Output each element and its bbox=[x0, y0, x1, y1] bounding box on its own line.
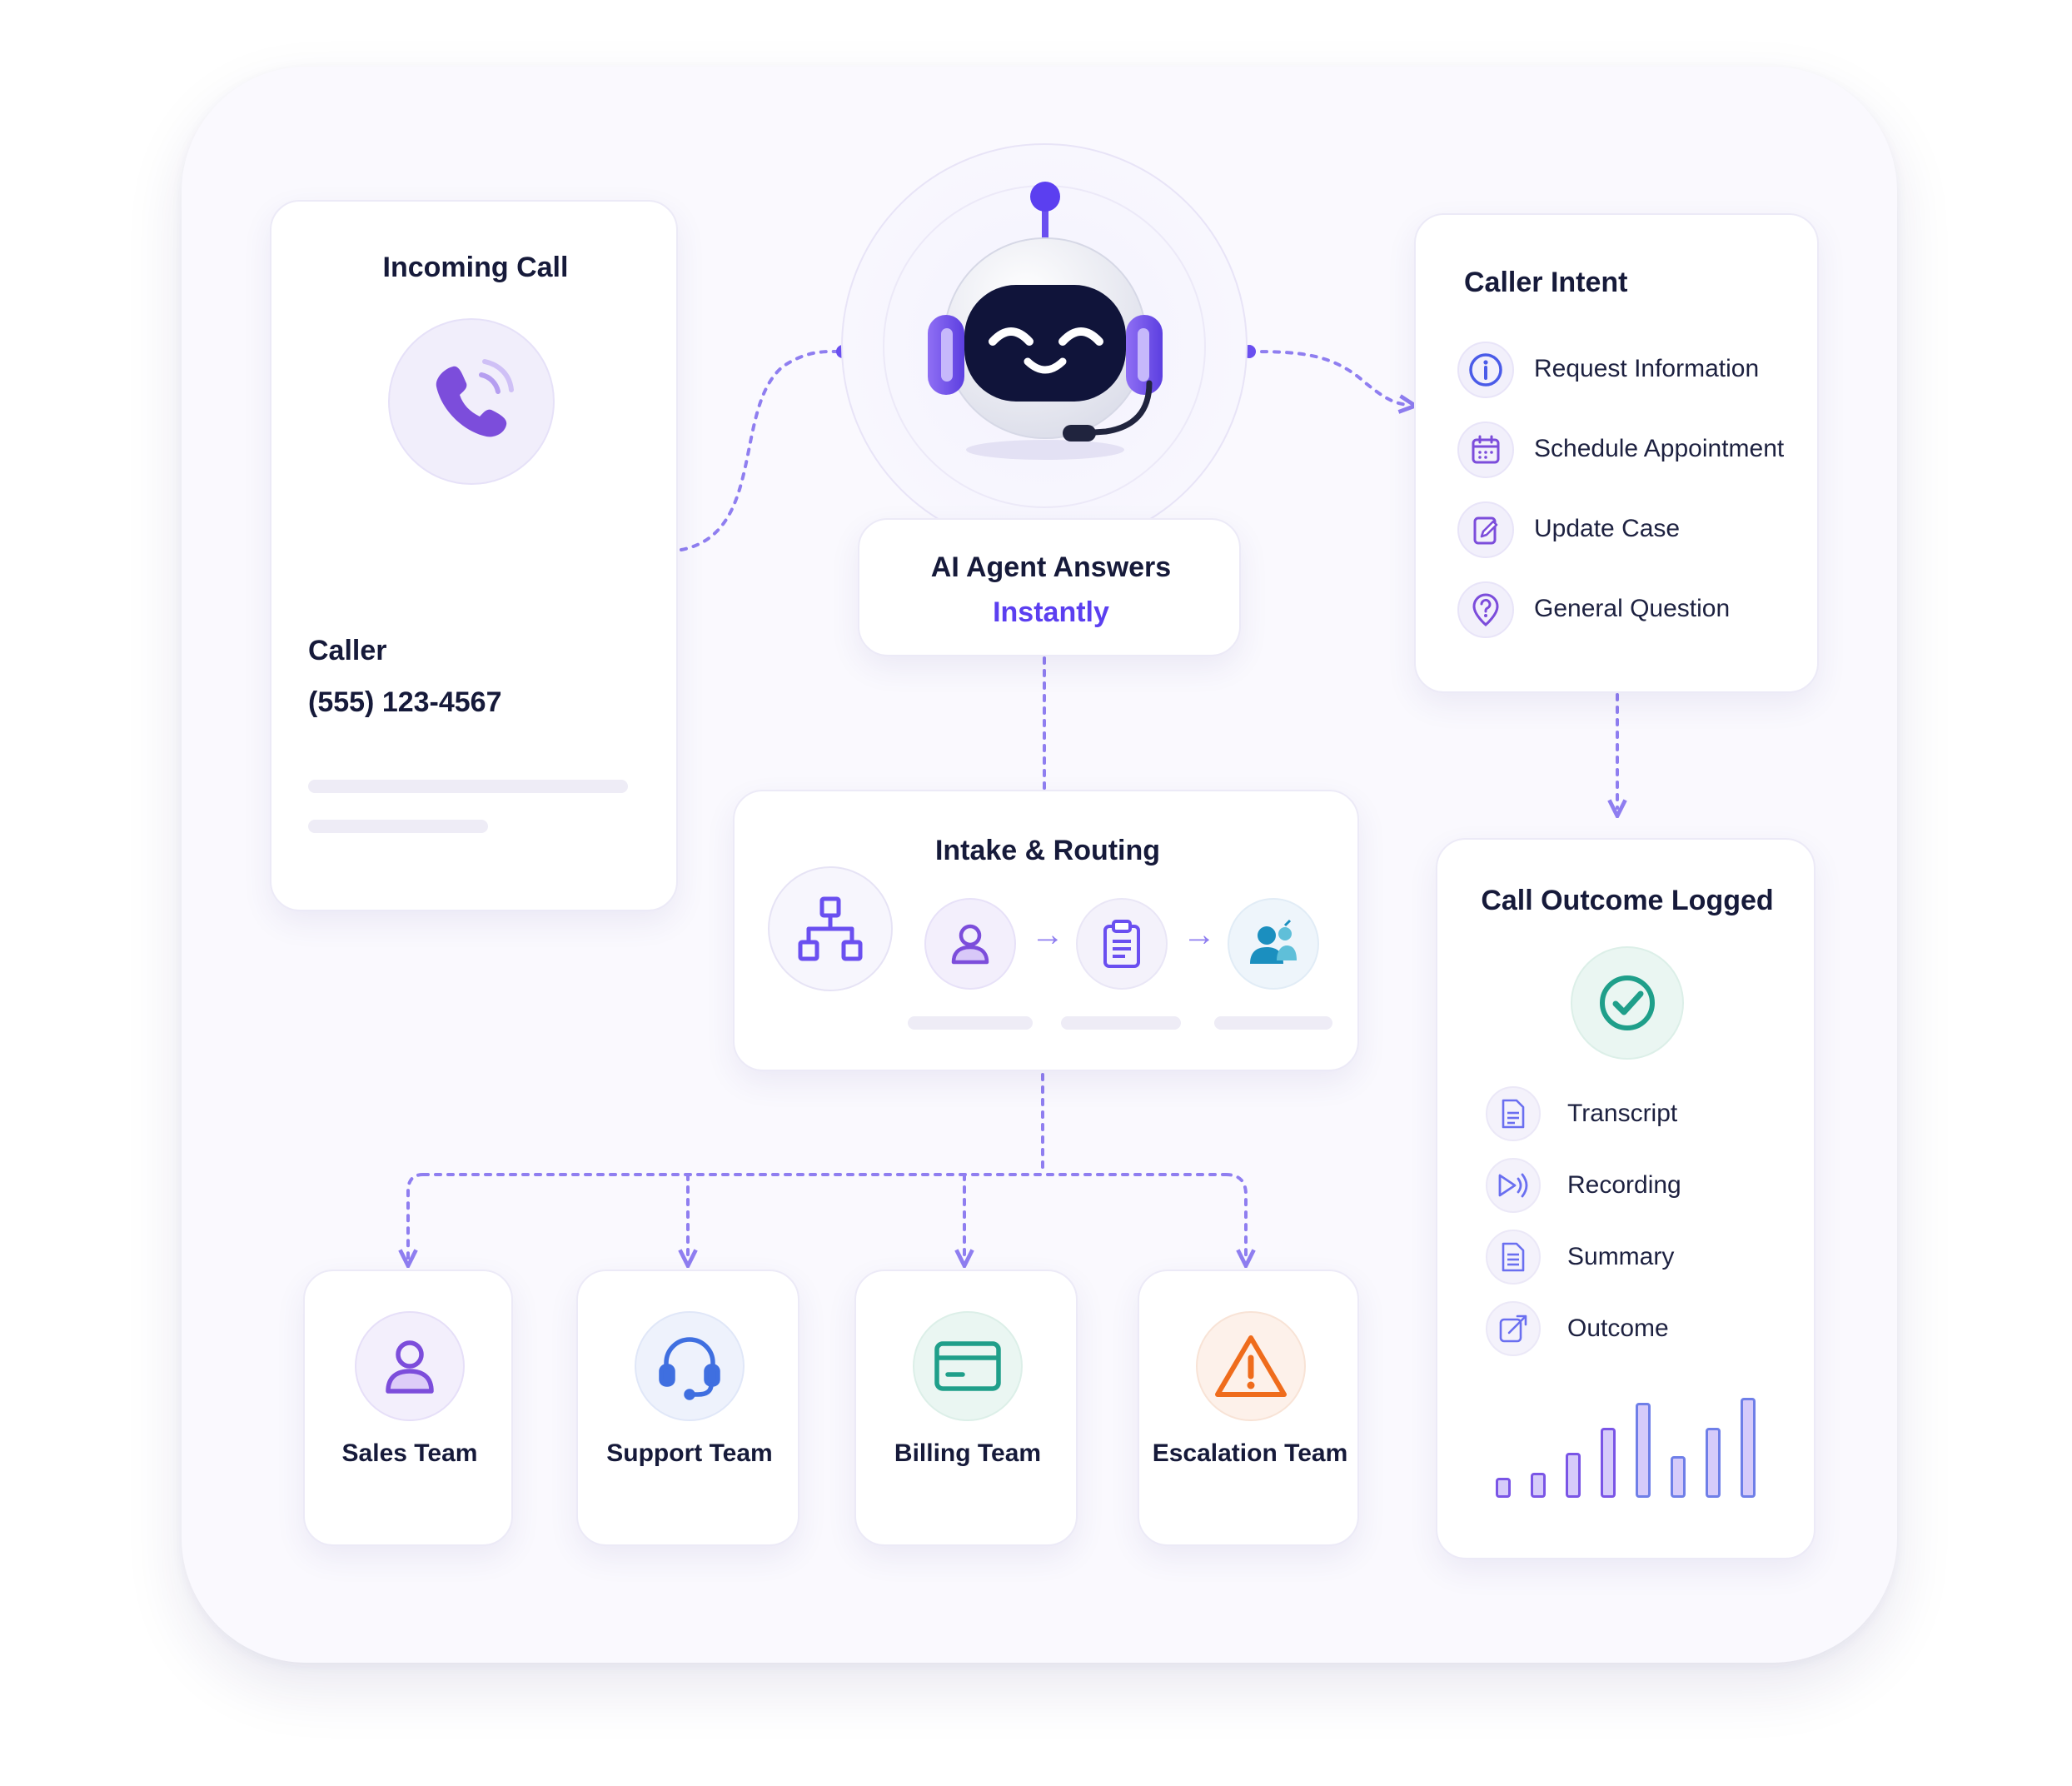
warning-icon bbox=[1196, 1311, 1306, 1421]
question-icon bbox=[1457, 581, 1514, 638]
intent-item-schedule-appointment: Schedule Appointment bbox=[1534, 435, 1785, 462]
intent-item-general-question: General Question bbox=[1534, 595, 1731, 622]
placeholder-line bbox=[308, 780, 628, 793]
incoming-call-card: Incoming Call Caller (555) 123-4567 bbox=[270, 200, 678, 911]
caller-number: (555) 123-4567 bbox=[308, 686, 502, 718]
connector-branch-escalation bbox=[1224, 1173, 1246, 1258]
intent-item-request-information: Request Information bbox=[1534, 355, 1760, 382]
outcome-bar bbox=[1671, 1456, 1686, 1498]
placeholder-line bbox=[1214, 1016, 1332, 1030]
ai-agent-title: AI Agent Answers bbox=[930, 551, 1172, 583]
outcome-bar bbox=[1706, 1428, 1721, 1498]
arrow-right-icon: → bbox=[1183, 916, 1216, 953]
document-icon bbox=[1486, 1086, 1541, 1141]
outcome-item-recording: Recording bbox=[1567, 1171, 1681, 1199]
summary-icon bbox=[1486, 1230, 1541, 1285]
team-card-sales: Sales Team bbox=[303, 1270, 513, 1546]
caller-intent-card: Caller Intent Request Information Schedu… bbox=[1414, 213, 1819, 693]
credit-card-icon bbox=[913, 1311, 1023, 1421]
team-label-sales: Sales Team bbox=[341, 1439, 478, 1467]
intent-item-update-case: Update Case bbox=[1534, 515, 1681, 542]
outcome-bar bbox=[1741, 1398, 1756, 1498]
check-icon bbox=[1571, 946, 1684, 1060]
outcome-icon bbox=[1486, 1301, 1541, 1356]
team-label-billing: Billing Team bbox=[894, 1439, 1042, 1467]
headset-icon bbox=[635, 1311, 745, 1421]
robot-icon bbox=[928, 182, 1163, 460]
outcome-bar bbox=[1636, 1403, 1651, 1498]
placeholder-line bbox=[308, 820, 488, 833]
phone-icon bbox=[388, 318, 555, 485]
intake-routing-card: Intake & Routing → → bbox=[733, 790, 1359, 1071]
outcome-item-transcript: Transcript bbox=[1567, 1100, 1678, 1127]
network-icon bbox=[768, 866, 893, 991]
outcome-bar bbox=[1531, 1473, 1546, 1498]
arrow-right-icon: → bbox=[1031, 916, 1064, 953]
team-card-escalation: Escalation Team bbox=[1138, 1270, 1359, 1546]
agent-icon bbox=[1228, 898, 1319, 990]
recording-icon bbox=[1486, 1158, 1541, 1213]
outcome-bar bbox=[1566, 1453, 1581, 1498]
info-icon bbox=[1457, 342, 1514, 398]
intake-routing-title: Intake & Routing bbox=[934, 835, 1161, 866]
outcome-item-summary: Summary bbox=[1567, 1243, 1675, 1270]
connector-branch-sales bbox=[408, 1173, 425, 1258]
clipboard-icon bbox=[1076, 898, 1168, 990]
team-label-support: Support Team bbox=[606, 1439, 773, 1467]
team-label-escalation: Escalation Team bbox=[1152, 1439, 1348, 1467]
call-outcome-card: Call Outcome Logged Transcript Recording… bbox=[1436, 838, 1815, 1559]
caller-label: Caller bbox=[308, 635, 387, 666]
connector-agent-to-intent bbox=[1248, 350, 1407, 405]
calendar-icon bbox=[1457, 422, 1514, 478]
team-card-support: Support Team bbox=[576, 1270, 799, 1546]
caller-intent-title: Caller Intent bbox=[1464, 267, 1628, 298]
person-icon bbox=[355, 1311, 465, 1421]
outcome-bar-chart bbox=[1496, 1389, 1771, 1498]
outcome-bar bbox=[1601, 1428, 1616, 1498]
audio-waveform bbox=[306, 514, 645, 572]
person-icon bbox=[924, 898, 1016, 990]
call-outcome-title: Call Outcome Logged bbox=[1481, 885, 1774, 916]
ai-agent-card: AI Agent Answers Instantly bbox=[858, 518, 1241, 656]
team-card-billing: Billing Team bbox=[854, 1270, 1078, 1546]
edit-icon bbox=[1457, 501, 1514, 558]
incoming-call-title: Incoming Call bbox=[382, 252, 569, 283]
outcome-item-outcome: Outcome bbox=[1567, 1315, 1669, 1342]
outcome-bar bbox=[1496, 1478, 1511, 1498]
placeholder-line bbox=[908, 1016, 1033, 1030]
connector-call-to-agent bbox=[680, 349, 844, 551]
ai-agent-subtitle: Instantly bbox=[993, 596, 1109, 628]
placeholder-line bbox=[1061, 1016, 1181, 1030]
